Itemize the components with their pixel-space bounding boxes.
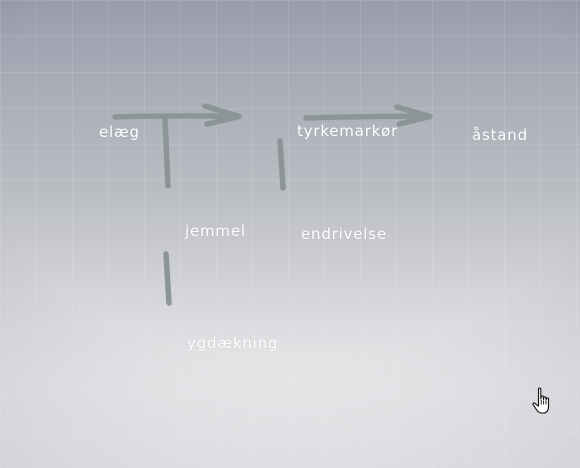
arrow-elaeg-to-tyrkemarkor bbox=[112, 113, 241, 120]
arrowhead-tyrkemarkor-to-astand bbox=[394, 104, 433, 127]
node-label-tyrkemarkor[interactable]: tyrkemarkør bbox=[297, 122, 399, 140]
node-label-astand[interactable]: åstand bbox=[472, 126, 528, 144]
node-label-elaeg[interactable]: elæg bbox=[99, 123, 140, 141]
arrow-tyrkemarkor-to-astand bbox=[303, 113, 432, 121]
hand-pointer-icon bbox=[532, 387, 550, 414]
line-tyrkemarkor-to-endrivelse bbox=[277, 138, 286, 191]
line-elaeg-to-jemmel bbox=[162, 116, 171, 189]
node-label-jemmel[interactable]: jemmel bbox=[185, 222, 246, 240]
arrowhead-elaeg-to-tyrkemarkor bbox=[202, 103, 242, 127]
node-label-ygdaekning[interactable]: ygdækning bbox=[187, 334, 279, 352]
node-label-endrivelse[interactable]: endrivelse bbox=[301, 225, 387, 243]
line-jemmel-to-ygdaekning bbox=[163, 251, 172, 306]
